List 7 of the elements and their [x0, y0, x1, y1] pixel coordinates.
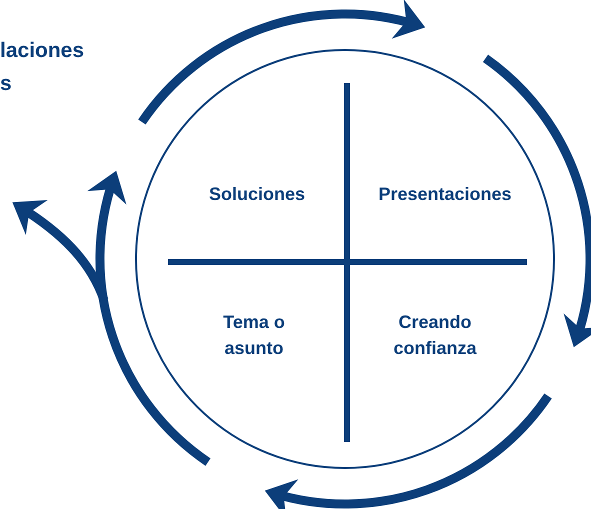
quadrant-label: Soluciones — [187, 181, 327, 207]
circle-outline — [135, 49, 555, 469]
quadrant-label: Creando confianza — [380, 309, 490, 361]
quadrant-label: Tema o asunto — [204, 309, 304, 361]
quadrant-label: Presentaciones — [362, 181, 528, 207]
heading-text: s — [0, 71, 12, 97]
heading-text: laciones — [0, 38, 84, 64]
